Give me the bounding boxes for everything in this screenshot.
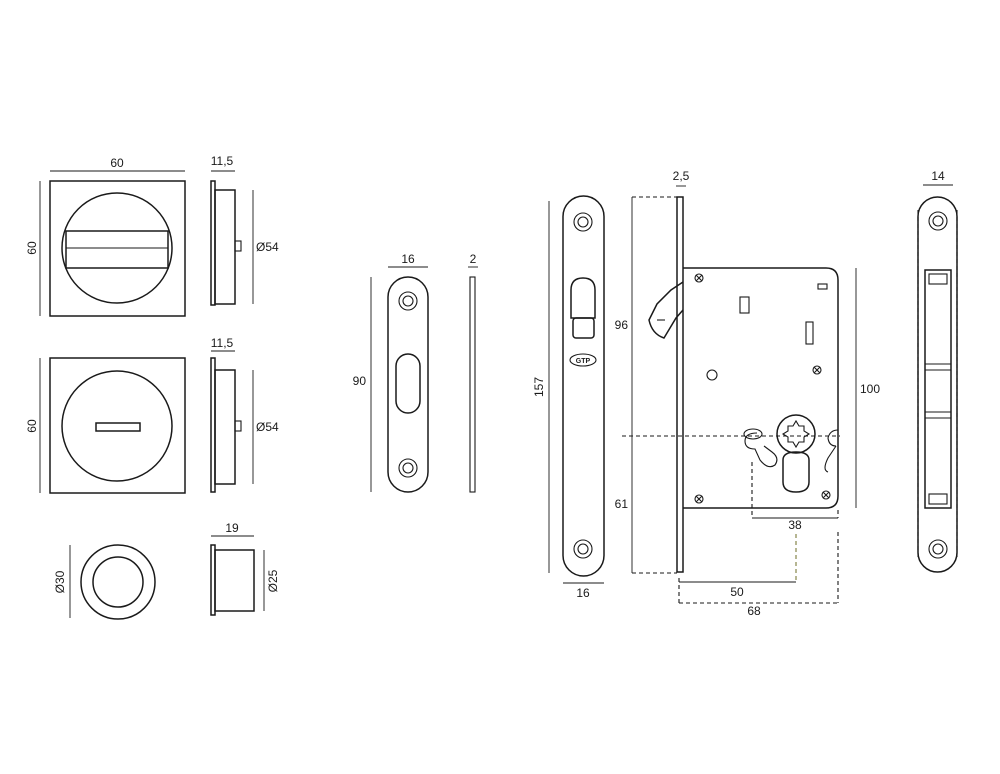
dim-label: 90 bbox=[353, 374, 367, 388]
dim-square-handle-diameter: Ø54 bbox=[252, 190, 279, 304]
dim-square-turn-diameter: Ø54 bbox=[252, 370, 279, 484]
keeper-front bbox=[917, 196, 958, 573]
dim-label: 16 bbox=[576, 586, 590, 600]
dim-square-handle-width: 60 bbox=[50, 156, 185, 172]
dim-label: 61 bbox=[615, 497, 629, 511]
dim-lock-upper-offset: 96 bbox=[615, 197, 633, 436]
screw-icon bbox=[812, 365, 822, 375]
dim-square-turn-height: 60 bbox=[25, 358, 41, 493]
dim-lock-lower-offset: 61 bbox=[615, 436, 633, 573]
dim-faceplate-width: 16 bbox=[563, 582, 604, 600]
dim-round-pull-inner-diameter: Ø25 bbox=[263, 550, 280, 611]
dim-label: Ø25 bbox=[266, 569, 280, 592]
square-turn-front bbox=[49, 357, 186, 494]
round-pull-front bbox=[80, 544, 156, 620]
screw-icon bbox=[821, 490, 831, 500]
dim-square-handle-height: 60 bbox=[25, 181, 41, 316]
dim-label: 11,5 bbox=[211, 154, 234, 168]
dim-round-pull-diameter: Ø30 bbox=[53, 545, 71, 618]
screw-icon bbox=[694, 494, 704, 504]
dim-label: Ø30 bbox=[53, 570, 67, 593]
dim-label: 100 bbox=[860, 382, 880, 396]
dim-backset: 50 bbox=[679, 534, 797, 599]
dim-label: 19 bbox=[225, 521, 239, 535]
dim-lock-body-height: 100 bbox=[855, 268, 880, 508]
screw-icon bbox=[694, 273, 704, 283]
dim-label: 11,5 bbox=[211, 336, 234, 350]
lock-faceplate-front: GTP bbox=[562, 195, 605, 577]
dim-keeper-width: 14 bbox=[923, 169, 953, 186]
square-handle-front bbox=[49, 180, 186, 317]
dim-cylinder-distance: 38 bbox=[752, 517, 838, 532]
dim-lock-depth: 68 bbox=[678, 532, 839, 618]
dim-round-pull-depth: 19 bbox=[211, 521, 254, 537]
dim-faceplate-height: 157 bbox=[532, 201, 550, 573]
dim-label: 60 bbox=[25, 241, 39, 255]
dim-label: 60 bbox=[25, 419, 39, 433]
dim-label: 38 bbox=[788, 518, 802, 532]
dim-strike-height: 90 bbox=[353, 277, 372, 492]
dim-label: 2,5 bbox=[673, 169, 690, 183]
dim-label: Ø54 bbox=[256, 240, 279, 254]
dim-strike-thickness: 2 bbox=[468, 252, 478, 268]
dim-label: 60 bbox=[110, 156, 124, 170]
dim-label: Ø54 bbox=[256, 420, 279, 434]
dim-label: 50 bbox=[730, 585, 744, 599]
dim-square-turn-depth: 11,5 bbox=[211, 336, 235, 352]
dim-label: 157 bbox=[532, 377, 546, 397]
dim-label: 96 bbox=[615, 318, 629, 332]
dim-label: 68 bbox=[747, 604, 761, 618]
dim-lock-faceplate-thickness: 2,5 bbox=[673, 169, 690, 187]
dim-label: 2 bbox=[470, 252, 477, 266]
round-pull-side bbox=[210, 544, 255, 616]
dim-label: 14 bbox=[931, 169, 945, 183]
square-turn-side bbox=[210, 357, 242, 493]
brand-logo-text: GTP bbox=[576, 358, 591, 365]
dim-strike-width: 16 bbox=[388, 252, 428, 268]
strike-plate-side bbox=[469, 276, 476, 493]
strike-plate-front bbox=[387, 276, 429, 493]
square-handle-side bbox=[210, 180, 242, 306]
lock-body bbox=[622, 196, 840, 574]
dim-square-handle-depth: 11,5 bbox=[211, 154, 235, 172]
dim-label: 16 bbox=[401, 252, 415, 266]
